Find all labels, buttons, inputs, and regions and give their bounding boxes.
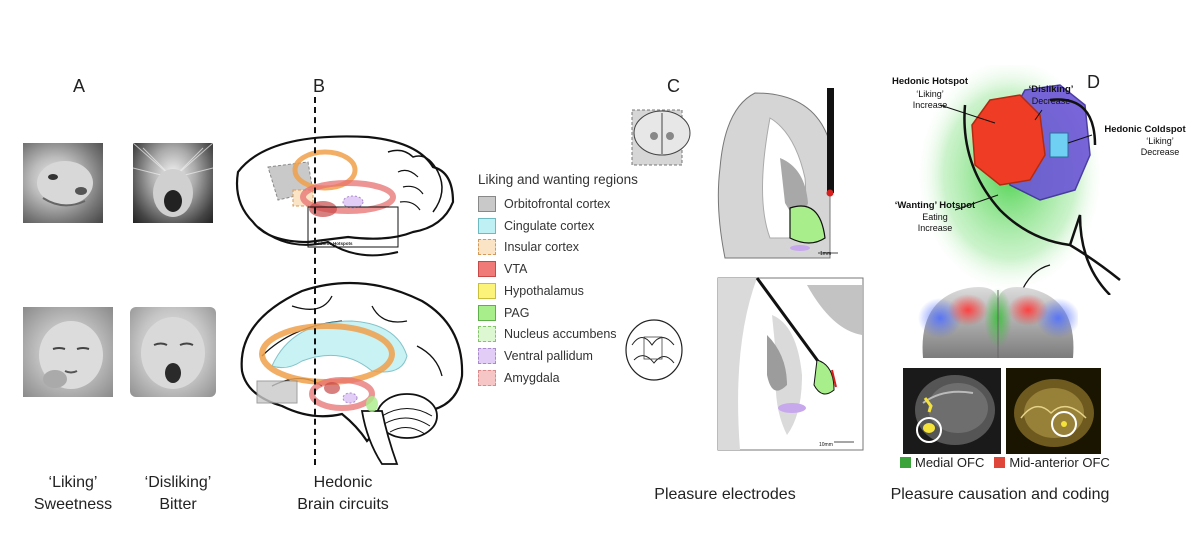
hotspot-increase-line: Increase bbox=[912, 100, 948, 110]
caption-disliking-line1: ‘Disliking’ bbox=[144, 474, 212, 491]
caption-hedonic: Hedonic Brain circuits bbox=[288, 472, 398, 515]
caption-liking: ‘Liking’ Sweetness bbox=[23, 472, 123, 515]
coldspot-title: Hedonic Coldspot bbox=[1104, 124, 1186, 135]
legend-title: Liking and wanting regions bbox=[478, 172, 638, 187]
legend-item: Ventral pallidum bbox=[478, 347, 593, 365]
caption-pleasure-causation: Pleasure causation and coding bbox=[890, 486, 1110, 503]
panel-b-letter: B bbox=[313, 76, 326, 96]
mri-scan-medial bbox=[903, 368, 1001, 454]
legend-item: Amygdala bbox=[478, 369, 560, 387]
baby-liking-photo bbox=[23, 307, 113, 397]
medial-ofc-swatch bbox=[900, 456, 911, 468]
legend-label: Ventral pallidum bbox=[504, 348, 593, 363]
coldspot-liking-line: ‘Liking’ bbox=[1146, 136, 1174, 146]
legend-label: VTA bbox=[504, 262, 528, 277]
legend-swatch bbox=[478, 196, 496, 212]
rat-brain-diagram bbox=[235, 135, 455, 257]
human-brain-diagram bbox=[240, 281, 464, 465]
legend-item: VTA bbox=[478, 260, 527, 278]
caption-liking-line2: Sweetness bbox=[33, 495, 113, 513]
wanting-increase-line: Increase bbox=[917, 223, 953, 233]
legend-item: Nucleus accumbens bbox=[478, 325, 617, 343]
scale-bar-1mm: 1mm bbox=[820, 251, 832, 257]
hedonic-hotspot-diagram bbox=[915, 65, 1121, 295]
legend-item: PAG bbox=[478, 304, 529, 322]
baby-face-icon bbox=[39, 321, 103, 389]
mri-scan-midanterior bbox=[1006, 368, 1101, 454]
caption-hedonic-line2: Brain circuits bbox=[297, 495, 389, 513]
rat-gape-icon bbox=[133, 143, 213, 217]
ofc-legend: Medial OFC Mid-anterior OFC bbox=[900, 453, 1110, 471]
legend-label: Amygdala bbox=[504, 370, 560, 385]
hotspot-title: Hedonic Hotspot bbox=[892, 76, 968, 87]
hotspot-liking-line: ‘Liking’ bbox=[916, 89, 944, 99]
wanting-title: ‘Wanting’ Hotspot bbox=[894, 200, 976, 211]
human-coronal-section-diagram bbox=[625, 277, 864, 451]
midanterior-ofc-label: Mid-anterior OFC bbox=[1009, 454, 1110, 470]
legend-label: Hypothalamus bbox=[504, 283, 584, 298]
legend-item: Orbitofrontal cortex bbox=[478, 195, 610, 213]
legend-swatch bbox=[478, 347, 496, 364]
wanting-eating-line: Eating bbox=[922, 212, 948, 222]
legend-item: Cingulate cortex bbox=[478, 217, 594, 235]
legend-label: Orbitofrontal cortex bbox=[504, 197, 611, 211]
rat-face-icon bbox=[37, 161, 93, 207]
caption-disliking: ‘Disliking’ Bitter bbox=[128, 472, 228, 515]
disliking-decrease-line: Decrease bbox=[1031, 96, 1071, 106]
legend-item: Insular cortex bbox=[478, 238, 579, 256]
caption-liking-line1: ‘Liking’ bbox=[48, 474, 98, 491]
baby-gape-icon bbox=[141, 317, 205, 389]
legend-swatch bbox=[478, 304, 496, 321]
caption-hedonic-line1: Hedonic bbox=[313, 474, 373, 491]
legend-label: PAG bbox=[504, 305, 530, 320]
disliking-title: ‘Disliking’ bbox=[1028, 84, 1074, 95]
legend-label: Insular cortex bbox=[504, 240, 580, 255]
scale-bar-10mm: 10mm bbox=[819, 442, 833, 448]
legend-label: Cingulate cortex bbox=[504, 218, 595, 233]
legend-label: Nucleus accumbens bbox=[504, 327, 617, 342]
rat-disliking-photo bbox=[133, 143, 213, 223]
legend-swatch bbox=[478, 261, 496, 278]
caption-disliking-line2: Bitter bbox=[159, 495, 197, 513]
mri-medial-icon bbox=[915, 375, 995, 445]
legend-swatch bbox=[478, 217, 496, 234]
panel-c-letter: C bbox=[667, 76, 680, 96]
panel-d-letter: D bbox=[1087, 72, 1100, 92]
panel-b-divider-line bbox=[314, 97, 316, 465]
panel-a-letter: A bbox=[73, 76, 86, 96]
caption-pleasure-electrodes: Pleasure electrodes bbox=[654, 486, 796, 503]
brain-3d-render bbox=[918, 287, 1078, 358]
baby-disliking-photo bbox=[130, 307, 216, 397]
rat-hotspot-label: Hedonic Hotspots bbox=[314, 241, 353, 246]
legend-swatch bbox=[478, 369, 496, 386]
medial-ofc-label: Medial OFC bbox=[915, 454, 985, 470]
regions-legend: Liking and wanting regions Orbitofrontal… bbox=[478, 172, 668, 392]
legend-swatch bbox=[478, 326, 496, 343]
legend-swatch bbox=[478, 239, 496, 256]
rat-liking-photo bbox=[23, 143, 103, 223]
legend-swatch bbox=[478, 282, 496, 299]
coldspot-decrease-line: Decrease bbox=[1140, 147, 1180, 157]
legend-item: Hypothalamus bbox=[478, 282, 584, 300]
rat-coronal-section-diagram bbox=[631, 88, 838, 259]
mri-midanterior-icon bbox=[1014, 379, 1094, 447]
midanterior-ofc-swatch bbox=[994, 456, 1006, 468]
